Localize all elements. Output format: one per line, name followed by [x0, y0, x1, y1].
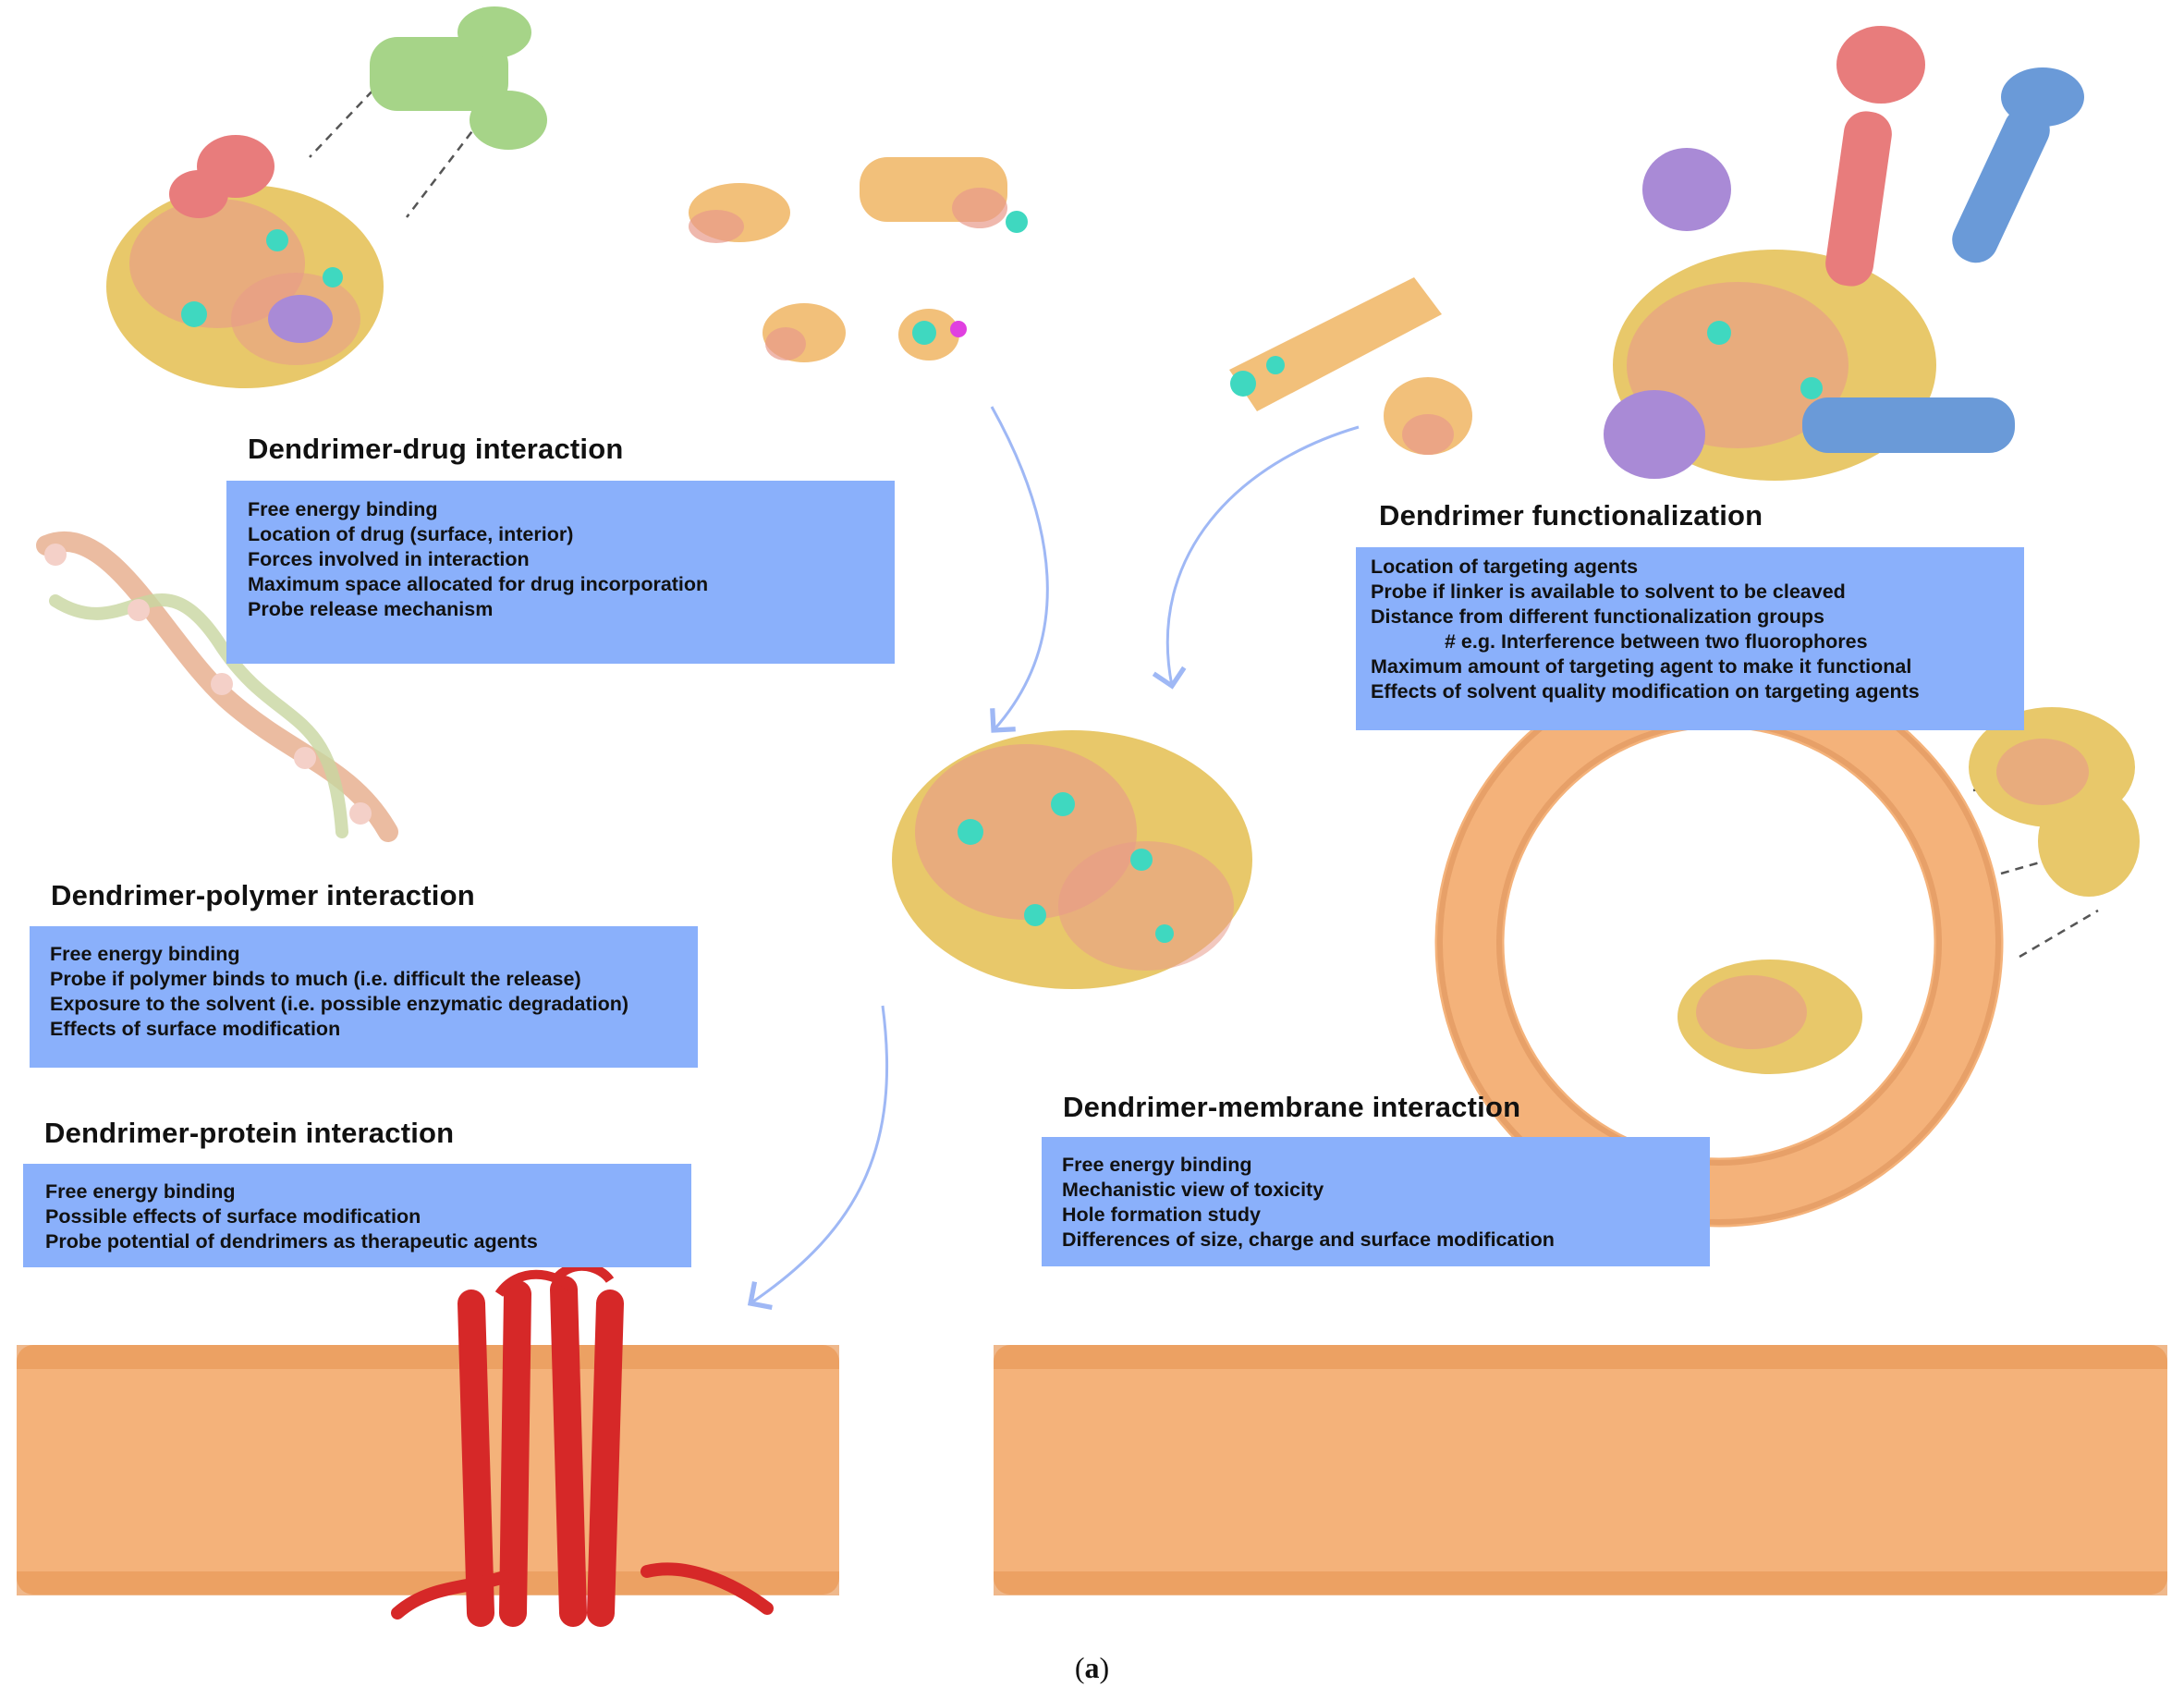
membrane-panel-list: Free energy binding Mechanistic view of …	[1062, 1153, 1710, 1253]
caption-letter: a	[1084, 1651, 1100, 1684]
list-item: Probe potential of dendrimers as therape…	[45, 1230, 538, 1253]
list-item: Maximum amount of targeting agent to mak…	[1371, 655, 1912, 678]
central-dendrimer	[892, 730, 1252, 989]
list-item: Possible effects of surface modification	[45, 1205, 421, 1228]
polymer-panel-title: Dendrimer-polymer interaction	[51, 879, 475, 911]
membrane-panel-title: Dendrimer-membrane interaction	[1063, 1091, 1521, 1123]
list-item: Mechanistic view of toxicity	[1062, 1179, 1324, 1201]
free-drug-molecules	[689, 157, 1028, 362]
functionalized-dendrimer	[1604, 26, 2084, 481]
dna-polymer	[36, 531, 398, 842]
list-item: # e.g. Interference between two fluoroph…	[1445, 630, 1868, 653]
functionalization-panel-box: Location of targeting agents Probe if li…	[1356, 547, 2024, 730]
functionalization-panel-list: Location of targeting agents Probe if li…	[1371, 555, 2024, 704]
list-item: Probe if linker is available to solvent …	[1371, 581, 1846, 603]
list-item: Effects of solvent quality modification …	[1371, 680, 1920, 703]
list-item: Probe if polymer binds to much (i.e. dif…	[50, 968, 581, 990]
protein-panel-box: Free energy binding Possible effects of …	[23, 1164, 691, 1267]
protein-panel-title: Dendrimer-protein interaction	[44, 1117, 455, 1149]
membrane-with-protein	[17, 1261, 839, 1627]
list-item: Location of drug (surface, interior)	[248, 523, 574, 545]
list-item: Hole formation study	[1062, 1204, 1262, 1226]
list-item: Probe release mechanism	[248, 598, 494, 620]
arrow-ligands-to-dendrimer	[1152, 425, 1360, 690]
flow-arrows	[747, 406, 1360, 1311]
drug-panel-title: Dendrimer-drug interaction	[248, 433, 624, 465]
drug-panel-box: Free energy binding Location of drug (su…	[226, 481, 895, 664]
polymer-panel-list: Free energy binding Probe if polymer bin…	[50, 942, 698, 1042]
functionalization-panel-title: Dendrimer functionalization	[1379, 499, 1763, 532]
arrow-dendrimer-to-protein	[747, 1005, 889, 1311]
polymer-panel-box: Free energy binding Probe if polymer bin…	[30, 926, 698, 1068]
list-item: Differences of size, charge and surface …	[1062, 1228, 1555, 1251]
arrow-drugs-to-dendrimer	[990, 406, 1049, 733]
list-item: Maximum space allocated for drug incorpo…	[248, 573, 709, 595]
protein-panel-list: Free energy binding Possible effects of …	[45, 1180, 691, 1254]
list-item: Forces involved in interaction	[248, 548, 530, 570]
list-item: Free energy binding	[248, 498, 438, 520]
list-item: Free energy binding	[1062, 1154, 1252, 1176]
list-item: Effects of surface modification	[50, 1018, 341, 1040]
figure-caption: (a)	[0, 1651, 2184, 1685]
caption-close: )	[1099, 1651, 1110, 1684]
list-item: Distance from different functionalizatio…	[1371, 605, 1824, 628]
caption-open: (	[1074, 1651, 1085, 1684]
list-item: Free energy binding	[50, 943, 240, 965]
lipid-membrane	[994, 1345, 2167, 1595]
list-item: Exposure to the solvent (i.e. possible e…	[50, 993, 629, 1015]
free-targeting-ligands	[1229, 277, 1472, 455]
drug-panel-list: Free energy binding Location of drug (su…	[248, 497, 895, 622]
membrane-panel-box: Free energy binding Mechanistic view of …	[1042, 1137, 1710, 1266]
dendrimer-drug-complex	[106, 6, 547, 388]
list-item: Location of targeting agents	[1371, 556, 1639, 578]
list-item: Free energy binding	[45, 1180, 236, 1203]
